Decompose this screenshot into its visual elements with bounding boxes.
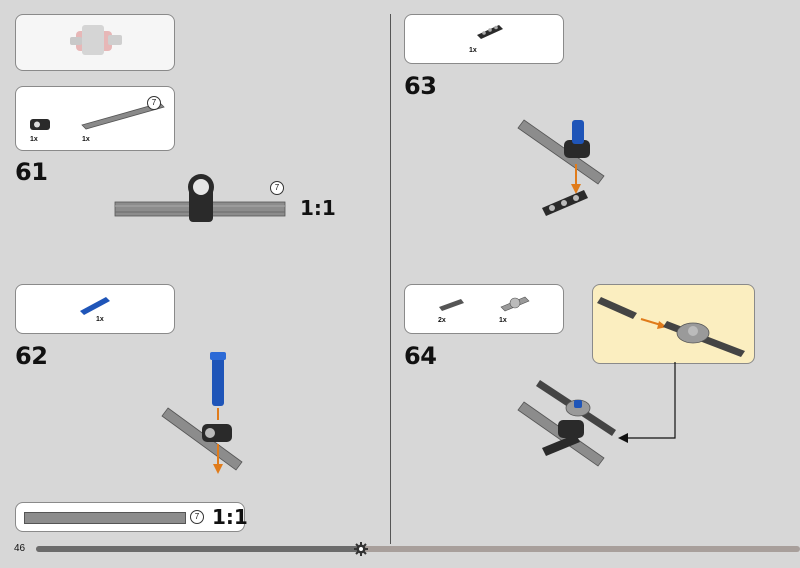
step-63-part-qty: 1x (469, 47, 477, 54)
progress-gear-icon (354, 542, 368, 556)
step-61-build-illustration (114, 174, 286, 222)
step-62-parts-box: 1x (15, 284, 175, 334)
axle-ruler-box: 7 1:1 (15, 502, 248, 532)
page-number: 46 (14, 543, 26, 554)
axle-connector-icon (500, 296, 530, 312)
step-63-parts-box: 1x (404, 14, 564, 64)
step-63-number: 63 (404, 72, 437, 100)
axle-ruler (24, 512, 186, 524)
step-61-number: 61 (15, 158, 48, 186)
callout-arrow (618, 362, 676, 443)
pin-icon (439, 299, 464, 311)
beam-3-icon (477, 25, 503, 39)
step-64-number: 64 (404, 342, 437, 370)
axle-7-icon (81, 102, 165, 130)
step-62-number: 62 (15, 342, 48, 370)
submodel-preview-icon (70, 25, 122, 55)
step-64-part-1-qty: 2x (438, 317, 446, 324)
step-63-build-illustration (517, 119, 605, 216)
page-divider (390, 14, 391, 544)
step-64-parts-box: 2x 1x (404, 284, 564, 334)
step-61-part-1-qty: 1x (30, 136, 38, 143)
step-64-part-2-qty: 1x (499, 317, 507, 324)
step-62-build-illustration (161, 352, 243, 474)
blue-pin-icon (80, 297, 110, 315)
step-61-parts-box: 1x 7 1x (15, 86, 175, 151)
subassembly-illustration (597, 297, 745, 357)
progress-track (36, 546, 800, 552)
step-61-part-2-qty: 1x (82, 136, 90, 143)
progress-fill (36, 546, 361, 552)
step-64-build-illustration (517, 380, 616, 467)
connector-icon (30, 119, 50, 130)
step-62-part-qty: 1x (96, 316, 104, 323)
ruler-scale-label: 1:1 (212, 505, 248, 529)
ruler-size-badge: 7 (190, 510, 204, 524)
submodel-thumbnail (15, 14, 175, 71)
step-61-scale-label: 1:1 (300, 196, 336, 220)
step-61-axle-size-badge: 7 (270, 181, 284, 195)
axle-size-badge: 7 (147, 96, 161, 110)
step-64-subassembly-callout (592, 284, 755, 364)
